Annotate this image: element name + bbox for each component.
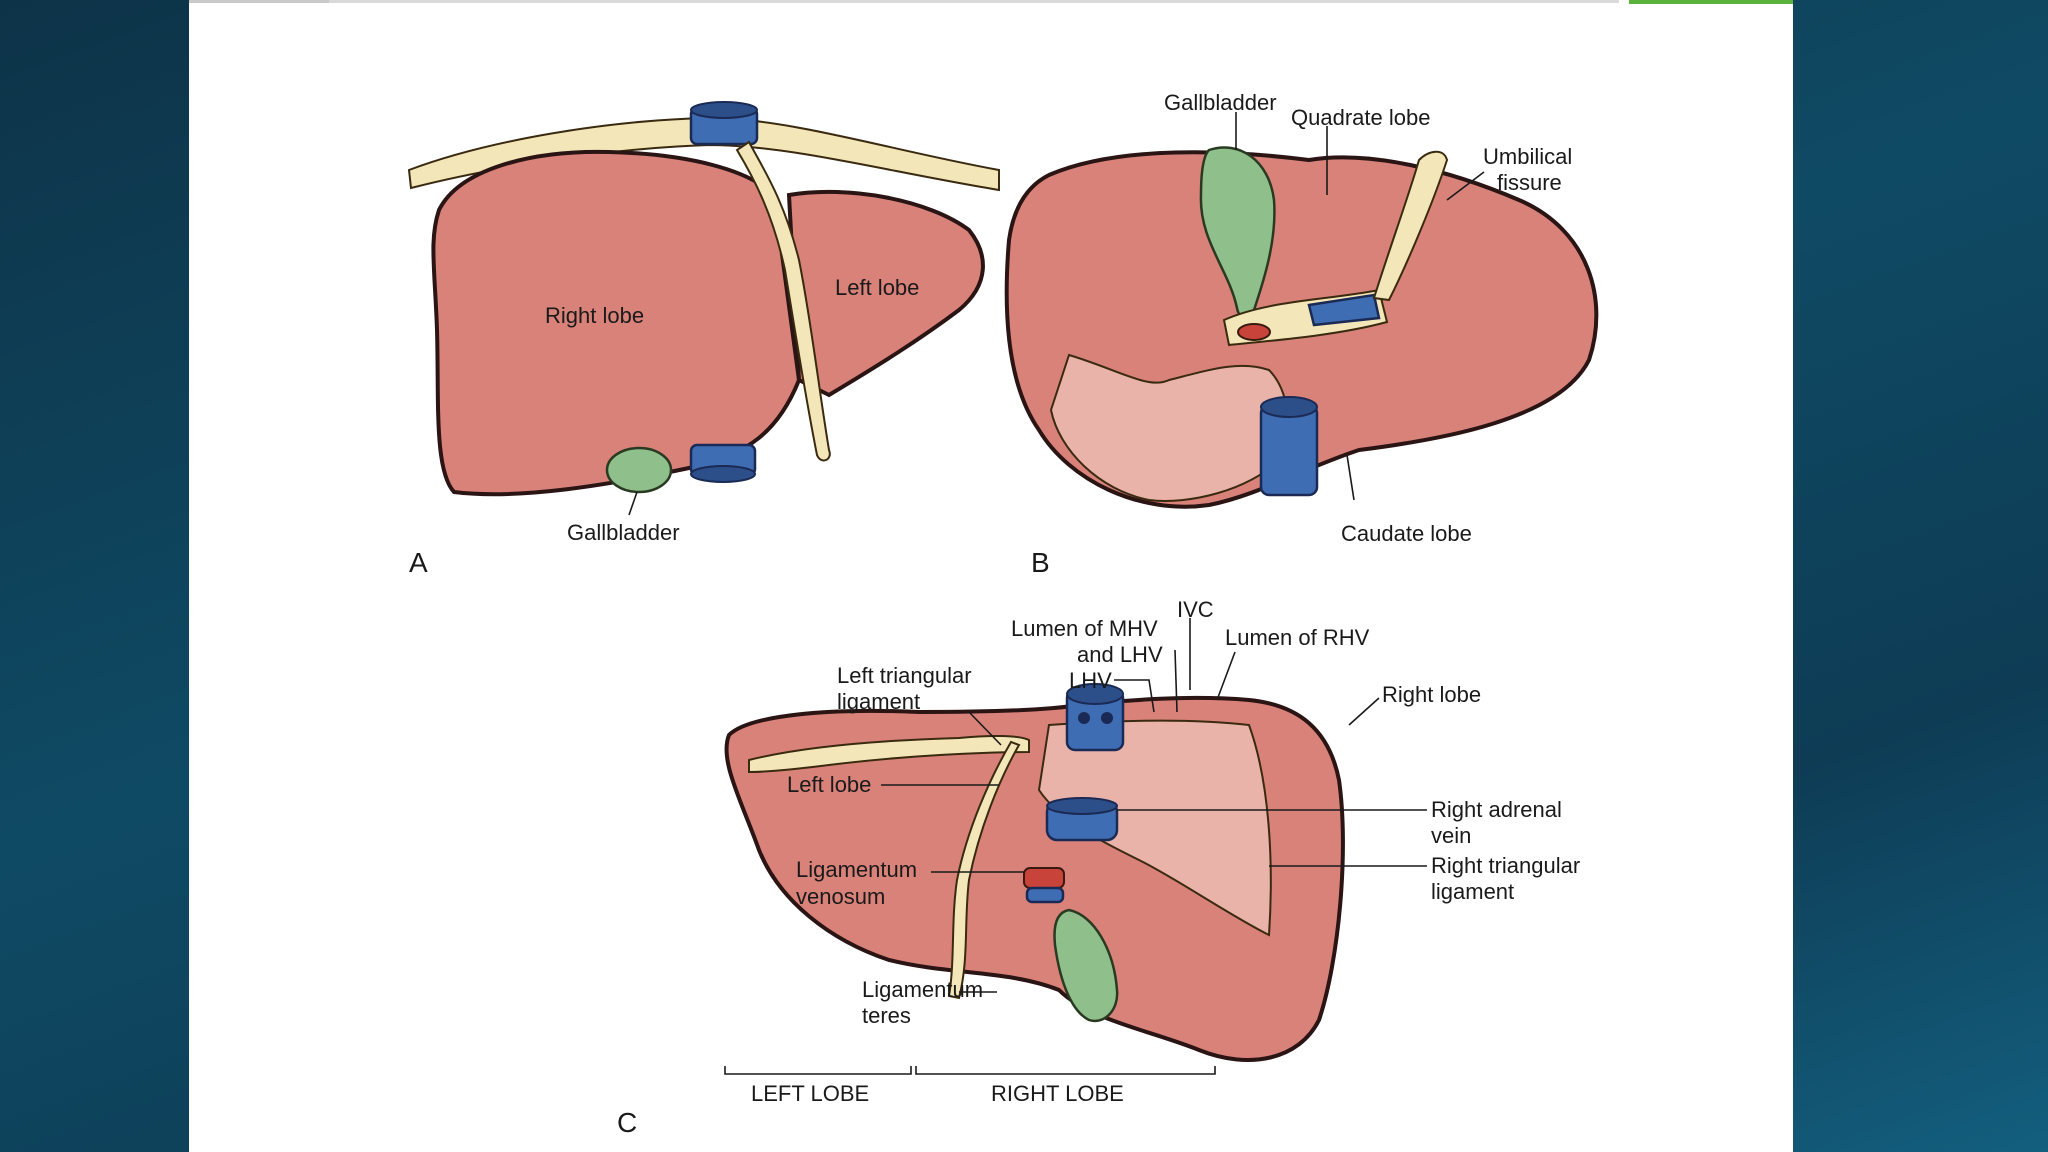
right-adrenal-vein <box>1045 797 1119 842</box>
label-right-lobe-c: Right lobe <box>1382 682 1481 707</box>
gallbladder-c <box>1053 908 1119 1023</box>
leader-lhv <box>1114 679 1155 713</box>
label-lumen-mhv-lhv-1: Lumen of MHV <box>1011 616 1158 641</box>
progress-accent-bar <box>1629 0 1793 4</box>
left-triangular-ligament <box>748 734 1030 774</box>
bracket-right-lobe <box>915 1066 1216 1075</box>
leader-gallbladder-a <box>628 491 638 516</box>
panel-letter-b: B <box>1031 547 1050 578</box>
umbilical-fissure <box>1372 150 1449 302</box>
leader-umbilical-fissure <box>1446 171 1485 201</box>
leader-lumen-rhv <box>1216 651 1236 701</box>
ligamentum-teres <box>947 740 1021 1000</box>
panel-b: Gallbladder Quadrate lobe Umbilical fiss… <box>1004 90 1599 578</box>
label-left-lobe-a: Left lobe <box>835 275 919 300</box>
label-right-triangular-1: Right triangular <box>1431 853 1580 878</box>
porta-structures-c <box>1023 867 1065 904</box>
porta-hepatis <box>1222 288 1389 347</box>
label-ivc: IVC <box>1177 597 1214 622</box>
label-right-adrenal-1: Right adrenal <box>1431 797 1562 822</box>
leader-left-triangular <box>968 711 1002 746</box>
label-left-lobe-caps: LEFT LOBE <box>751 1081 869 1106</box>
ivc-bottom <box>689 443 757 483</box>
top-bar-segment <box>189 0 329 3</box>
label-lig-venosum-1: Ligamentum <box>796 857 917 882</box>
leader-lumen-mhv-lhv <box>1174 649 1178 713</box>
label-left-triangular-1: Left triangular <box>837 663 972 688</box>
label-lig-teres-1: Ligamentum <box>862 977 983 1002</box>
label-gallbladder-a: Gallbladder <box>567 520 680 545</box>
panel-c: IVC Lumen of MHV and LHV Lumen of RHV LH… <box>617 597 1580 1138</box>
label-lumen-rhv: Lumen of RHV <box>1225 625 1370 650</box>
label-caudate-lobe: Caudate lobe <box>1341 521 1472 546</box>
slide: Right lobe Left lobe Gallbladder A <box>189 0 1793 1152</box>
ivc-c <box>1065 683 1125 752</box>
panel-a: Right lobe Left lobe Gallbladder A <box>407 101 1000 578</box>
label-right-lobe-a: Right lobe <box>545 303 644 328</box>
bare-area <box>1037 719 1272 937</box>
label-left-lobe-c: Left lobe <box>787 772 871 797</box>
label-gallbladder-b: Gallbladder <box>1164 90 1277 115</box>
label-umbilical-fissure-2: fissure <box>1497 170 1562 195</box>
label-right-adrenal-2: vein <box>1431 823 1471 848</box>
ivc-b <box>1259 396 1319 497</box>
ivc-top <box>689 101 759 146</box>
label-quadrate-lobe: Quadrate lobe <box>1291 105 1430 130</box>
label-lhv: LHV <box>1069 668 1112 693</box>
leader-right-lobe-c <box>1348 697 1380 726</box>
label-umbilical-fissure-1: Umbilical <box>1483 144 1572 169</box>
panel-letter-a: A <box>409 547 428 578</box>
label-lumen-mhv-lhv-2: and LHV <box>1077 642 1163 667</box>
panel-letter-c: C <box>617 1107 637 1138</box>
left-lobe-shape <box>786 189 985 398</box>
right-lobe-shape <box>431 149 802 497</box>
falciform-ligament <box>735 140 831 462</box>
label-right-lobe-caps: RIGHT LOBE <box>991 1081 1124 1106</box>
label-right-triangular-2: ligament <box>1431 879 1514 904</box>
bracket-left-lobe <box>724 1066 912 1075</box>
label-lig-teres-2: teres <box>862 1003 911 1028</box>
gallbladder-a <box>605 446 673 494</box>
label-left-triangular-2: ligament <box>837 689 920 714</box>
top-bar-track <box>329 0 1619 3</box>
label-lig-venosum-2: venosum <box>796 884 885 909</box>
leader-caudate-lobe <box>1346 454 1355 501</box>
liver-anatomy-figure: Right lobe Left lobe Gallbladder A <box>407 90 1599 1138</box>
